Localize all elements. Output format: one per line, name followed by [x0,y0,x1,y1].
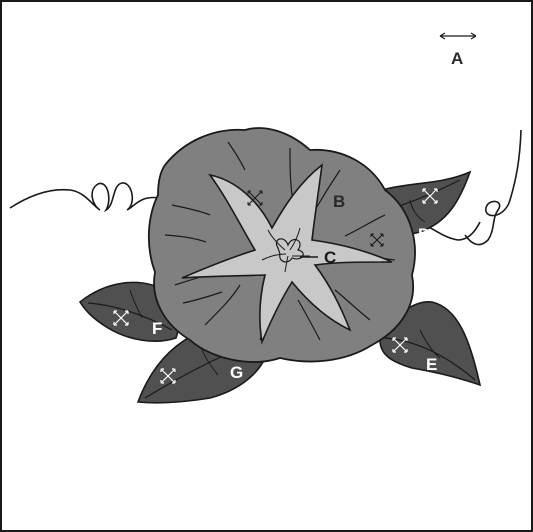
label-f: F [152,319,162,338]
label-c: C [324,248,336,267]
label-b: B [333,192,345,211]
label-d: D [418,225,430,244]
label-e: E [426,355,437,374]
label-g: G [230,363,243,382]
label-a: A [451,49,463,68]
